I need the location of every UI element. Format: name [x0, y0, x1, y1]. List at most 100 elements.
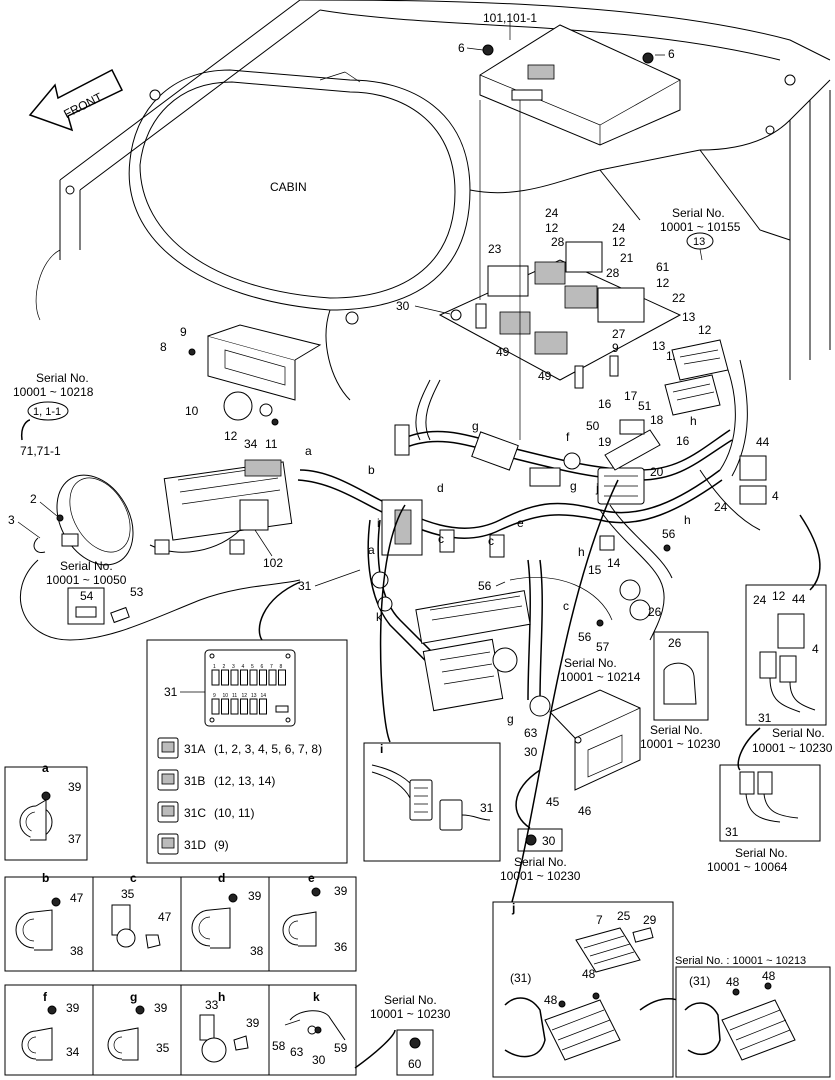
fuse-slot: [211, 669, 220, 686]
fuse-legend: 31A(1, 2, 3, 4, 5, 6, 7, 8)31B(12, 13, 1…: [157, 737, 322, 855]
label-j: j: [595, 481, 599, 495]
detail-d-p2: 38: [250, 944, 264, 958]
detail-j-p7: 7: [596, 913, 603, 927]
clip-h: [199, 1014, 249, 1063]
fuse-legend-items: (1, 2, 3, 4, 5, 6, 7, 8): [214, 742, 322, 756]
detail-f-title: f: [43, 990, 48, 1004]
speaker-71: [56, 474, 134, 566]
detail-d-title: d: [218, 871, 225, 885]
fuse-legend-items: (9): [214, 838, 229, 852]
serial-10155-range: 10001 ~ 10155: [660, 220, 741, 234]
fuse-legend-items: (10, 11): [214, 806, 254, 820]
label-24b: 24: [612, 221, 626, 235]
serial-13-label: 13: [693, 236, 705, 248]
detail-j2-p48b: 48: [762, 969, 776, 983]
label-g1: g: [472, 419, 479, 433]
label-g3: g: [507, 712, 514, 726]
detail-e-p2: 36: [334, 940, 348, 954]
clip-c: [111, 904, 161, 949]
cabin-label: CABIN: [270, 180, 307, 194]
fuse-slot-number: 1: [213, 664, 216, 670]
label-6-right: 6: [668, 47, 675, 61]
fuse-slot-number: 3: [232, 664, 235, 670]
label-a2: a: [368, 543, 375, 557]
label-57: 57: [596, 640, 610, 654]
label-e: e: [517, 516, 524, 530]
fuse-icon-inner: [161, 741, 175, 753]
label-26a: 26: [648, 605, 662, 619]
controller-101: [479, 24, 681, 146]
fuse-legend-code: 31A: [184, 742, 205, 756]
detail-60-serial-range: 10001 ~ 10230: [370, 1007, 451, 1021]
label-g2: g: [570, 479, 577, 493]
label-56b: 56: [478, 579, 492, 593]
detail-b-title: b: [42, 871, 49, 885]
label-4a: 4: [772, 489, 779, 503]
label-h2: h: [690, 414, 697, 428]
label-23: 23: [488, 242, 502, 256]
detail-e-p1: 39: [334, 884, 348, 898]
fuse-slot: [230, 669, 239, 686]
detail-60-serial-title: Serial No.: [384, 993, 437, 1007]
fuse-legend-items: (12, 13, 14): [214, 774, 275, 788]
serial-10230b-title: Serial No.: [772, 726, 825, 740]
label-22: 22: [672, 291, 686, 305]
serial-10230a-title: Serial No.: [650, 723, 703, 737]
fuse-icon-inner: [161, 805, 175, 817]
fuse-slot: [240, 669, 248, 686]
fuse-slot: [240, 698, 248, 715]
label-11: 11: [265, 437, 278, 451]
label-71: 71,71-1: [20, 444, 61, 458]
label-2: 2: [30, 492, 37, 506]
serial-10213-label: Serial No. : 10001 ~ 10213: [675, 955, 806, 967]
detail-c-p1: 35: [121, 887, 135, 901]
fuse-slot-number: 9: [213, 693, 216, 699]
fuse-legend-code: 31D: [184, 838, 206, 852]
label-3: 3: [8, 513, 15, 527]
serial-10064-range: 10001 ~ 10064: [707, 860, 788, 874]
clip-d: [191, 893, 238, 949]
label-30c: 30: [542, 834, 556, 848]
label-27: 27: [612, 327, 626, 341]
label-30a: 30: [396, 299, 410, 313]
fuse-legend-code: 31C: [184, 806, 206, 820]
detail-g-p2: 35: [156, 1041, 170, 1055]
detail-k-title: k: [313, 990, 320, 1004]
detail-a-p1: 39: [68, 780, 82, 794]
fuse-slot: [249, 669, 258, 686]
label-13a: 13: [652, 339, 666, 353]
label-16b: 16: [676, 434, 690, 448]
label-4b: 4: [812, 642, 819, 656]
detail-c-p2: 47: [158, 910, 172, 924]
label-31-main: 31: [298, 579, 312, 593]
detail-a-title: a: [42, 761, 49, 775]
label-c1: c: [438, 532, 444, 546]
label-24d: 24: [753, 593, 767, 607]
label-54: 54: [80, 589, 94, 603]
serial-10218-title: Serial No.: [36, 371, 89, 385]
detail-k-p4: 59: [334, 1041, 348, 1055]
fuse-slot-number: 7: [270, 664, 273, 670]
front-label: FRONT: [61, 90, 105, 122]
label-63a: 63: [524, 726, 538, 740]
fuse-slot-number: 8: [280, 664, 283, 670]
part-54-box: [67, 587, 105, 625]
label-h1: h: [578, 545, 585, 559]
label-6-left: 6: [458, 41, 465, 55]
fuse-slot-number: 10: [223, 693, 229, 699]
label-c3: c: [563, 599, 569, 613]
serial-10050-range: 10001 ~ 10050: [46, 573, 127, 587]
detail-f-p1: 39: [66, 1001, 80, 1015]
fuse-slot-number: 14: [261, 693, 267, 699]
fuse-slot-number: 6: [261, 664, 264, 670]
fuse-slot-number: 4: [242, 664, 245, 670]
detail-a-p2: 37: [68, 832, 82, 846]
detail-b-p1: 47: [70, 891, 84, 905]
detail-h-title: h: [218, 990, 225, 1004]
label-34a: 34: [244, 437, 258, 451]
bracket-45: [549, 689, 641, 791]
detail-b-p2: 38: [70, 944, 84, 958]
detail-j-title: j: [511, 901, 515, 915]
fuse-slot: [249, 698, 258, 715]
detail-i-part: 31: [480, 801, 494, 815]
